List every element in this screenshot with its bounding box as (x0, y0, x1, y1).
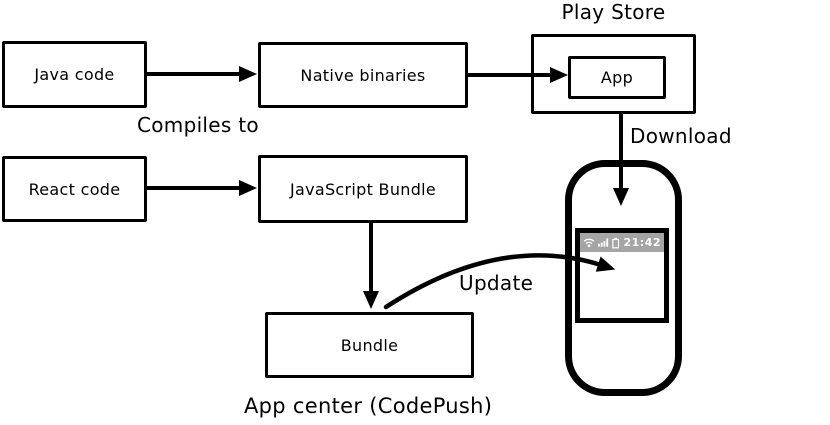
status-bar-time: 21:42 (623, 236, 661, 249)
play-store-label: Play Store (561, 0, 666, 24)
compiles-to-label: Compiles to (137, 113, 259, 137)
phone-screen: 21:42 (575, 228, 669, 323)
download-label: Download (630, 124, 732, 148)
java-code-node-label: Java code (34, 65, 115, 84)
javascript-bundle-node-label: JavaScript Bundle (289, 179, 437, 199)
phone-status-bar: 21:42 (580, 233, 664, 252)
native-binaries-node: Native binaries (258, 42, 468, 108)
wifi-icon (583, 238, 595, 248)
react-code-node-label: React code (28, 179, 121, 199)
bundle-node: Bundle (265, 312, 474, 378)
battery-icon (612, 237, 620, 248)
native-binaries-node-label: Native binaries (300, 65, 426, 85)
app-node-label: App (600, 68, 634, 87)
update-label: Update (459, 271, 534, 295)
app-node: App (568, 56, 666, 99)
signal-strength-icon (598, 238, 609, 247)
javascript-bundle-node: JavaScript Bundle (258, 155, 468, 223)
java-code-node: Java code (2, 41, 147, 108)
bundle-node-label: Bundle (340, 335, 399, 355)
app-center-codepush-label: App center (CodePush) (244, 394, 493, 418)
react-code-node: React code (2, 156, 147, 222)
